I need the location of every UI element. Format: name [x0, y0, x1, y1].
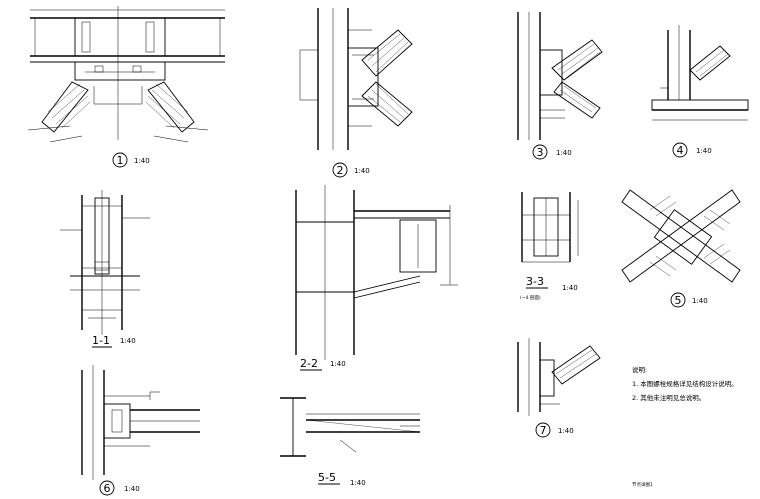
section-2-2-scale: 1:40	[330, 360, 346, 368]
section-3-3-drawing	[521, 192, 579, 289]
detail-6-number: 6	[104, 482, 111, 495]
section-3-3-note: (~4 剖面)	[520, 294, 541, 301]
detail-2-drawing	[299, 8, 413, 178]
section-3-3-label: 3-3	[526, 275, 544, 288]
detail-2-scale: 1:40	[354, 167, 370, 175]
section-2-2-label: 2-2	[300, 357, 318, 370]
detail-4-number: 4	[677, 144, 684, 157]
detail-5-drawing	[621, 189, 741, 308]
detail-5-number: 5	[675, 294, 682, 307]
section-5-5-label: 5-5	[318, 471, 336, 484]
detail-3-number: 3	[537, 146, 544, 159]
section-1-1-scale: 1:40	[120, 337, 136, 345]
detail-4-scale: 1:40	[696, 147, 712, 155]
detail-3-scale: 1:40	[556, 149, 572, 157]
detail-7-scale: 1:40	[558, 427, 574, 435]
detail-3-drawing	[517, 12, 603, 160]
detail-6-drawing	[81, 365, 200, 496]
section-1-1-label: 1-1	[92, 334, 110, 347]
detail-7-number: 7	[540, 424, 547, 437]
detail-1-drawing	[27, 6, 225, 168]
detail-7-drawing	[517, 338, 601, 438]
drawing-title: 节点详图1	[632, 481, 653, 488]
detail-2-number: 2	[337, 164, 344, 177]
section-3-3-scale: 1:40	[562, 284, 578, 292]
notes-item-1: 1. 本图螺栓规格详见结构设计说明。	[632, 379, 738, 388]
section-5-5-drawing	[280, 397, 421, 485]
section-1-1-drawing	[60, 190, 150, 348]
notes-heading: 说明:	[632, 365, 647, 374]
detail-4-drawing	[651, 25, 749, 158]
section-2-2-drawing	[295, 185, 458, 371]
detail-1-scale: 1:40	[134, 157, 150, 165]
notes-item-2: 2. 其他未注明见总说明。	[632, 393, 705, 402]
detail-5-scale: 1:40	[692, 297, 708, 305]
detail-1-number: 1	[117, 154, 124, 167]
detail-6-scale: 1:40	[124, 485, 140, 493]
section-5-5-scale: 1:40	[350, 479, 366, 487]
